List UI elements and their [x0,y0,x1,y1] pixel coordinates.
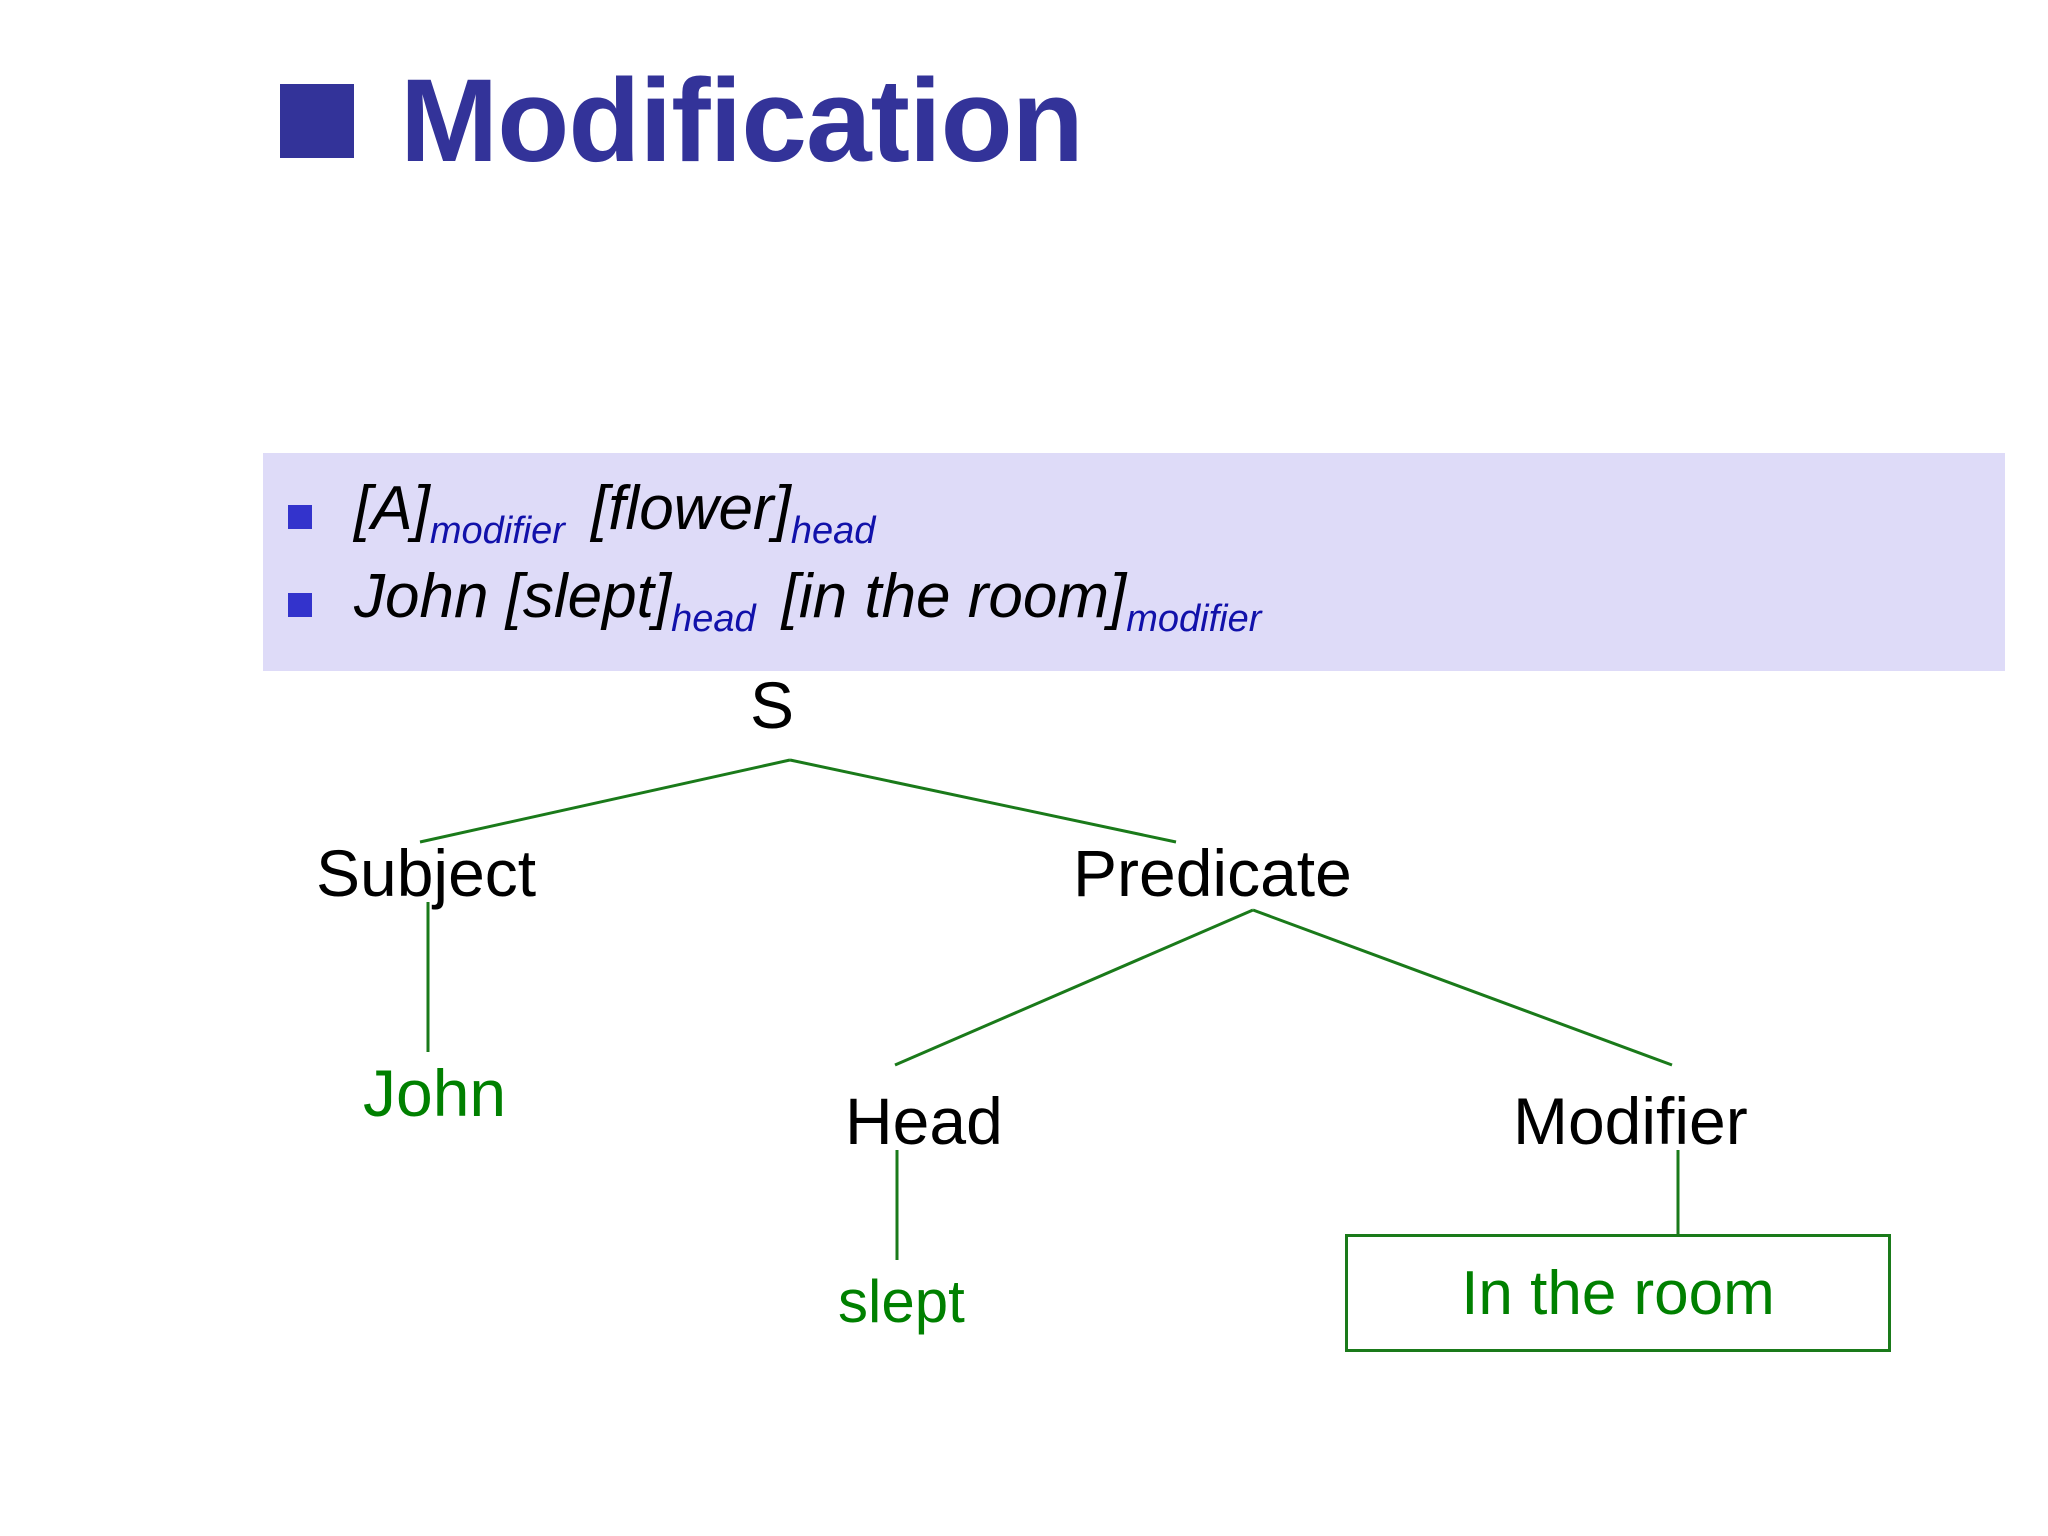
bullet-square-icon [288,593,312,617]
subscript-head: head [671,598,756,640]
list-item: John [slept]head [in the room]modifier [288,561,1261,640]
page-title-text: Modification [400,55,1084,187]
bullet-square-icon [288,505,312,529]
bracket-a: [A] [354,474,430,543]
bracket-flower: [flower] [590,474,791,543]
tree-leaf-slept: slept [838,1268,965,1335]
bullet-text-a-flower: [A]modifier [flower]head [354,473,875,552]
tree-node-predicate: Predicate [1073,836,1352,910]
edge-predicate-head [894,908,1254,1067]
subscript-modifier: modifier [429,510,565,552]
list-item: [A]modifier [flower]head [288,473,875,552]
tree-node-s: S [750,668,795,742]
examples-panel: [A]modifier[flower]head John [slept]head… [263,453,2005,671]
bracket-in-the-room: [in the room] [781,562,1127,631]
tree-node-modifier: Modifier [1513,1084,1748,1158]
tree-node-head: Head [845,1084,1003,1158]
subscript-head: head [790,510,876,552]
john-slept-phrase: John [slept] [354,562,672,631]
edge-s-subject [419,758,791,844]
edge-s-predicate [789,758,1177,844]
edge-predicate-modifier [1252,908,1673,1067]
subscript-modifier: modifier [1126,598,1262,640]
page-title: Modification [280,55,1084,187]
tree-leaf-john: John [363,1056,507,1130]
bullet-text-john-slept: John [slept]head [in the room]modifier [354,561,1261,640]
title-bullet-square-icon [280,84,354,158]
syntax-tree-edges [419,758,1680,1260]
tree-node-subject: Subject [316,836,537,910]
tree-leaf-room-box: In the room [1345,1234,1891,1352]
tree-leaf-room-text: In the room [1461,1258,1775,1328]
